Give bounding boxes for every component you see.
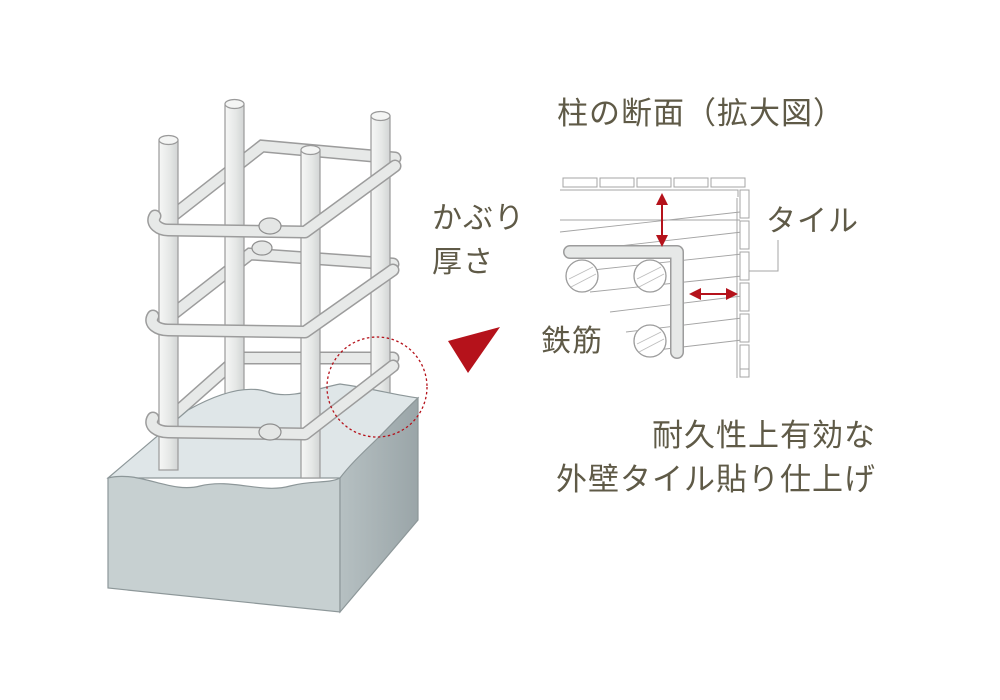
hoop-top-back [163, 139, 402, 225]
pointer-arrow [448, 327, 500, 373]
cover-thickness-line1: かぶり [432, 201, 525, 236]
hoop-middle-back [161, 247, 400, 325]
rebar-label: 鉄筋 [541, 324, 603, 359]
tile-column-right [736, 189, 750, 378]
section-detail [559, 177, 779, 378]
cover-dimension-arrows [656, 193, 738, 300]
magnifier-circle [326, 336, 428, 438]
hoop-middle-front [145, 263, 400, 339]
section-title: 柱の断面（拡大図） [557, 96, 845, 132]
tile-row-top [560, 177, 746, 197]
hoop-hooks [251, 217, 282, 441]
back-left-bar [224, 98, 245, 403]
caption-line1: 耐久性上有効な [652, 418, 876, 454]
cover-thickness-label: かぶり 厚さ [432, 197, 525, 285]
hoop-top-front [147, 159, 402, 239]
caption-line2: 外壁タイル貼り仕上げ [556, 462, 876, 498]
hoop-bottom-front [145, 359, 400, 441]
front-left-bar [158, 134, 179, 471]
back-right-bar [370, 110, 391, 413]
tile-leader-line [749, 240, 779, 272]
caption: 耐久性上有効な 外壁タイル貼り仕上げ [556, 414, 876, 502]
tile-label: タイル [766, 204, 859, 239]
cover-thickness-line2: 厚さ [432, 245, 494, 280]
